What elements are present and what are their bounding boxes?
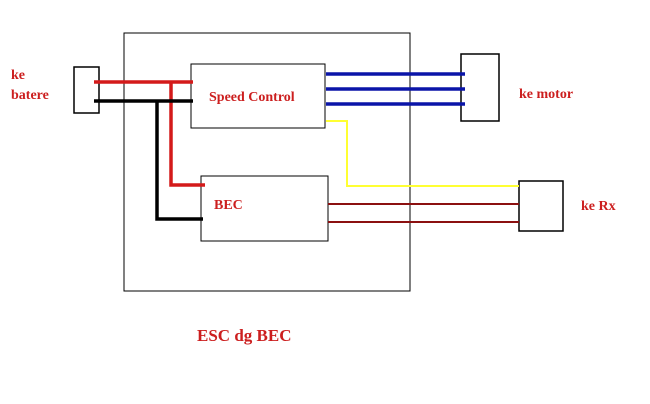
rx-label: ke Rx (581, 199, 616, 214)
battery-label-line1: ke (11, 68, 25, 83)
bec-label: BEC (214, 198, 243, 213)
battery-connector (73, 66, 100, 114)
motor-blue-wires (326, 72, 465, 106)
bec-block (200, 175, 329, 242)
speed-control-label: Speed Control (209, 90, 295, 105)
battery-label-line2: batere (11, 88, 49, 103)
black-wire-to-bec (155, 101, 203, 221)
battery-black-wires (94, 99, 203, 221)
motor-connector (460, 53, 500, 122)
yellow-signal-wire (326, 120, 519, 187)
esc-housing (123, 32, 411, 292)
battery-red-wires (94, 80, 205, 187)
red-wire-to-bec (169, 82, 205, 187)
bec-output-wires (328, 203, 519, 223)
speed-control-block (190, 63, 326, 129)
rx-connector (518, 180, 564, 232)
diagram-caption: ESC dg BEC (197, 326, 291, 345)
motor-label: ke motor (519, 87, 573, 102)
